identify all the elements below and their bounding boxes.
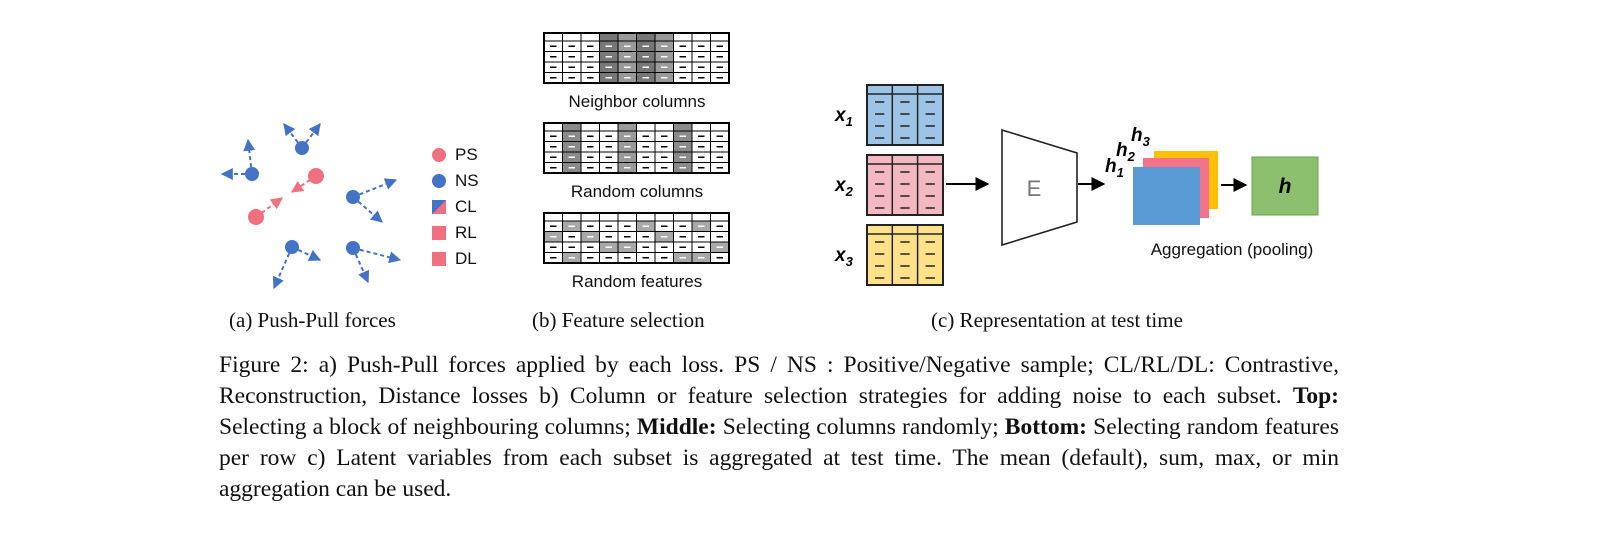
caption-middle-label: Middle:	[636, 414, 717, 440]
table-cell	[599, 212, 619, 222]
table-cell	[710, 212, 730, 222]
table-cell	[710, 32, 730, 42]
neighbor-columns-label: Neighbor columns	[568, 92, 706, 111]
dl-square-icon	[432, 252, 446, 266]
random-columns-table	[543, 122, 730, 174]
table-cell	[617, 122, 637, 132]
table-cell	[691, 212, 711, 222]
random-features-label: Random features	[571, 272, 703, 291]
caption-text-1: Figure 2: a) Push-Pull forces applied by…	[219, 352, 1339, 409]
legend-label: CL	[455, 197, 477, 216]
caption-text-4: Selecting random features per row c) Lat…	[219, 414, 1339, 502]
table-cell	[562, 32, 582, 42]
ns-circle-icon	[432, 174, 446, 188]
table-cell	[599, 32, 619, 42]
table-cell	[636, 32, 656, 42]
input-table-x2	[866, 154, 944, 216]
caption-top-label: Top:	[1292, 383, 1339, 409]
encoder-label: E	[1027, 176, 1042, 201]
figure-caption: Figure 2: a) Push-Pull forces applied by…	[219, 350, 1339, 505]
x3-label: x3	[834, 245, 854, 269]
caption-text-3: Selecting columns randomly;	[716, 414, 1005, 440]
table-cell	[654, 212, 674, 222]
table-border	[543, 122, 730, 174]
table-cell	[654, 32, 674, 42]
table-cell	[617, 212, 637, 222]
table-cell	[654, 122, 674, 132]
table-cell	[710, 122, 730, 132]
legend-item-dl: DL	[432, 247, 477, 271]
caption-text-2: Selecting a block of neighbouring column…	[219, 414, 637, 440]
x1-label: x1	[834, 105, 853, 129]
cl-split-square-icon	[432, 200, 446, 214]
legend-item-ps: PS	[432, 143, 478, 167]
table-cell	[599, 122, 619, 132]
push-pull-diagram	[220, 123, 402, 290]
legend-label: DL	[455, 249, 477, 268]
random-columns-label: Random columns	[570, 182, 704, 201]
legend-label: RL	[455, 223, 477, 242]
table-cell	[580, 212, 600, 222]
legend-item-rl: RL	[432, 221, 477, 245]
representation-diagram: x1 x2 x3 E h3 h2 h1 h Aggregation (pooli…	[834, 84, 1319, 286]
h1-label: h1	[1105, 156, 1124, 180]
legend-label: NS	[455, 171, 479, 190]
legend-label: PS	[455, 145, 478, 164]
table-cell	[691, 32, 711, 42]
table-cell	[691, 122, 711, 132]
caption-bottom-label: Bottom:	[1004, 414, 1087, 440]
table-cell	[673, 32, 693, 42]
input-table-x1	[866, 84, 944, 146]
rl-square-icon	[432, 226, 446, 240]
table-cell	[562, 122, 582, 132]
table-border	[543, 32, 730, 84]
table-cell	[617, 32, 637, 42]
h1-square	[1133, 167, 1200, 225]
input-table-x3	[866, 224, 944, 286]
table-cell	[543, 122, 563, 132]
legend-item-ns: NS	[432, 169, 479, 193]
h2-label: h2	[1116, 140, 1136, 164]
h3-label: h3	[1131, 125, 1151, 149]
table-cell	[543, 212, 563, 222]
panel-c-caption: (c) Representation at test time	[931, 308, 1183, 332]
legend-item-cl: CL	[432, 195, 477, 219]
table-border	[543, 212, 730, 264]
table-cell	[636, 212, 656, 222]
random-features-table	[543, 212, 730, 264]
table-cell	[580, 122, 600, 132]
output-h-square	[1251, 156, 1319, 216]
encoder-trapezoid	[1001, 128, 1078, 247]
x2-label: x2	[834, 175, 854, 199]
table-cell	[580, 32, 600, 42]
table-cell	[673, 212, 693, 222]
ps-circle-icon	[432, 148, 446, 162]
table-cell	[673, 122, 693, 132]
table-cell	[562, 212, 582, 222]
table-cell	[543, 32, 563, 42]
aggregation-label: Aggregation (pooling)	[1151, 240, 1314, 259]
table-cell	[636, 122, 656, 132]
panel-b-caption: (b) Feature selection	[532, 308, 705, 332]
output-h-label: h	[1279, 175, 1292, 198]
panel-a-caption: (a) Push-Pull forces	[229, 308, 396, 332]
neighbor-columns-table	[543, 32, 730, 84]
